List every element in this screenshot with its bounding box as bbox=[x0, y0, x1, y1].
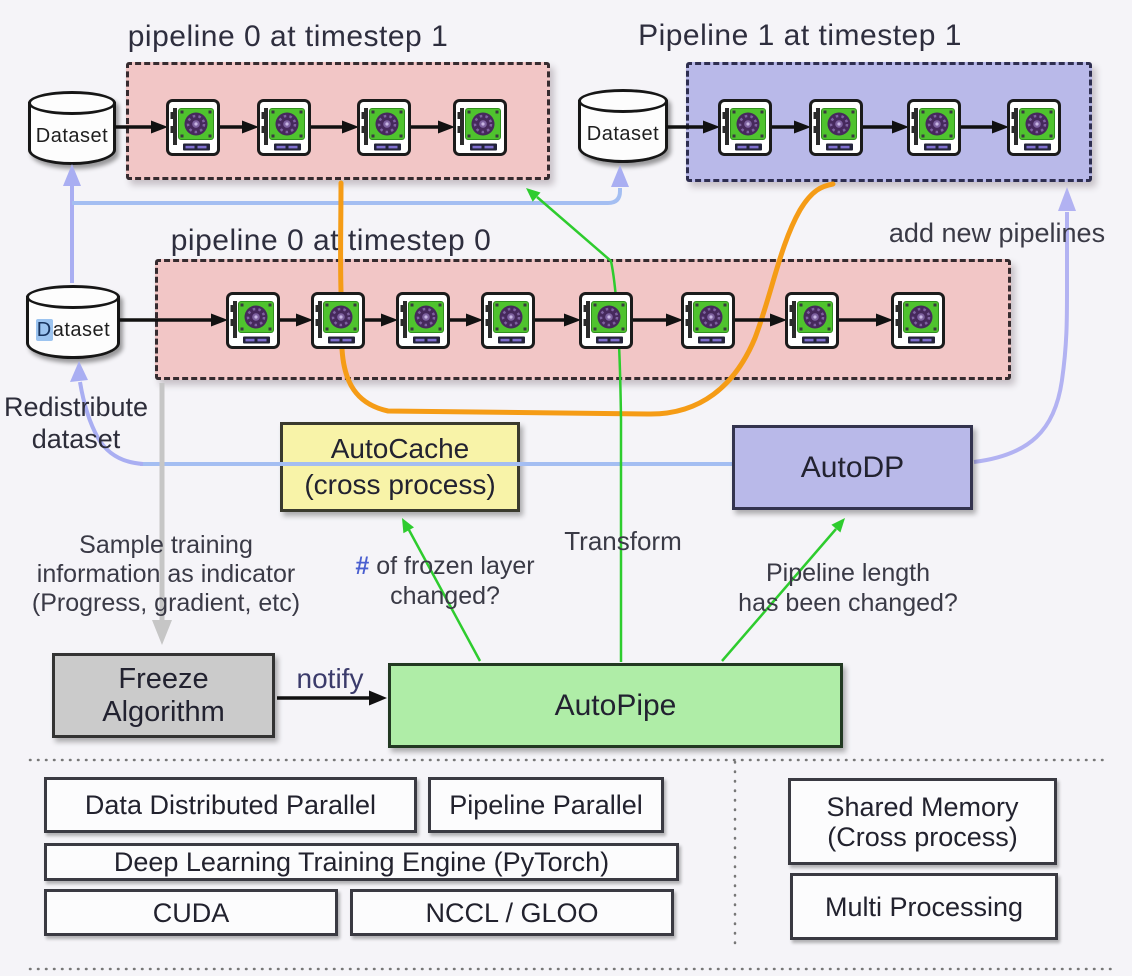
pipeline0-t0-gpu-5 bbox=[681, 291, 735, 349]
pipeline0-t1-gpu-2 bbox=[357, 98, 411, 156]
pipeline1-t1-gpu-2 bbox=[907, 98, 961, 156]
add-new-pipelines-label: add new pipelines bbox=[888, 218, 1106, 248]
gpu-card-icon bbox=[311, 291, 365, 349]
pipeline0-t1-gpu-0 bbox=[166, 98, 220, 156]
gpu-card-icon bbox=[166, 98, 220, 156]
gpu-card-icon bbox=[891, 291, 945, 349]
stack-cuda-box: CUDA bbox=[44, 889, 338, 936]
cylinder-top bbox=[28, 91, 116, 115]
autocache-sublabel: (cross process) bbox=[304, 469, 496, 500]
pipeline0-t0-gpu-3 bbox=[481, 291, 535, 349]
autocache-label: AutoCache bbox=[330, 433, 470, 464]
dataset-label: Dataset bbox=[35, 125, 109, 147]
gpu-card-icon bbox=[453, 98, 507, 156]
gpu-card-icon bbox=[809, 98, 863, 156]
gpu-card-icon bbox=[1007, 98, 1061, 156]
dataset-label: Dataset bbox=[35, 319, 111, 341]
pipeline0-t0-gpu-4 bbox=[579, 291, 633, 349]
gpu-card-icon bbox=[907, 98, 961, 156]
pipeline1-t1-title: Pipeline 1 at timestep 1 bbox=[638, 19, 962, 52]
transform-label: Transform bbox=[564, 526, 682, 556]
frozen-layer-question: # of frozen layer changed? bbox=[355, 552, 535, 610]
gpu-card-icon bbox=[718, 98, 772, 156]
pipeline0-t0-gpu-7 bbox=[891, 291, 945, 349]
redistribute-dataset-label: Redistribute dataset bbox=[3, 392, 149, 454]
pipeline1-t1-gpu-1 bbox=[809, 98, 863, 156]
pipeline0-t0-gpu-0 bbox=[226, 291, 280, 349]
autopipe-label: AutoPipe bbox=[554, 688, 677, 722]
autodp-box: AutoDP bbox=[732, 425, 973, 510]
stack-ddp-box: Data Distributed Parallel bbox=[44, 777, 417, 833]
notify-label: notify bbox=[296, 663, 364, 694]
pipeline0-t0-gpu-6 bbox=[785, 291, 839, 349]
gpu-card-icon bbox=[579, 291, 633, 349]
stack-nccl-gloo-box: NCCL / GLOO bbox=[350, 889, 674, 936]
autocache-box: AutoCache (cross process) bbox=[280, 422, 520, 512]
stack-engine-box: Deep Learning Training Engine (PyTorch) bbox=[44, 843, 679, 881]
pipeline0-t1-title: pipeline 0 at timestep 1 bbox=[127, 20, 449, 53]
dataset-cylinder-2: Dataset bbox=[578, 89, 668, 163]
stack-shared-memory-box: Shared Memory (Cross process) bbox=[788, 778, 1057, 865]
pipeline0-t0-gpu-1 bbox=[311, 291, 365, 349]
gpu-card-icon bbox=[785, 291, 839, 349]
cylinder-top bbox=[578, 89, 668, 113]
dataset-label: Dataset bbox=[586, 123, 660, 145]
gpu-card-icon bbox=[257, 98, 311, 156]
algorithm-label: Algorithm bbox=[102, 695, 225, 728]
stack-multi-processing-box: Multi Processing bbox=[790, 873, 1058, 940]
autopipe-box: AutoPipe bbox=[388, 663, 843, 748]
pipeline0-t1-gpu-3 bbox=[453, 98, 507, 156]
pipeline-length-question: Pipeline length has been changed? bbox=[738, 559, 958, 617]
gpu-card-icon bbox=[357, 98, 411, 156]
gpu-card-icon bbox=[681, 291, 735, 349]
dataset-cylinder-3: Dataset bbox=[26, 285, 120, 359]
stack-pipeline-parallel-box: Pipeline Parallel bbox=[428, 777, 664, 833]
pipeline1-t1-gpu-3 bbox=[1007, 98, 1061, 156]
freeze-algorithm-box: Freeze Algorithm bbox=[52, 653, 275, 738]
pipeline0-t0-gpu-2 bbox=[396, 291, 450, 349]
freeze-label: Freeze bbox=[118, 662, 209, 695]
cylinder-top bbox=[26, 285, 120, 309]
gpu-card-icon bbox=[481, 291, 535, 349]
gpu-card-icon bbox=[396, 291, 450, 349]
pipeline0-t1-gpu-1 bbox=[257, 98, 311, 156]
sample-training-label: Sample training information as indicator… bbox=[31, 531, 301, 617]
autodp-label: AutoDP bbox=[800, 450, 905, 484]
dataset-cylinder-1: Dataset bbox=[28, 91, 116, 165]
gpu-card-icon bbox=[226, 291, 280, 349]
pipeline1-t1-gpu-0 bbox=[718, 98, 772, 156]
